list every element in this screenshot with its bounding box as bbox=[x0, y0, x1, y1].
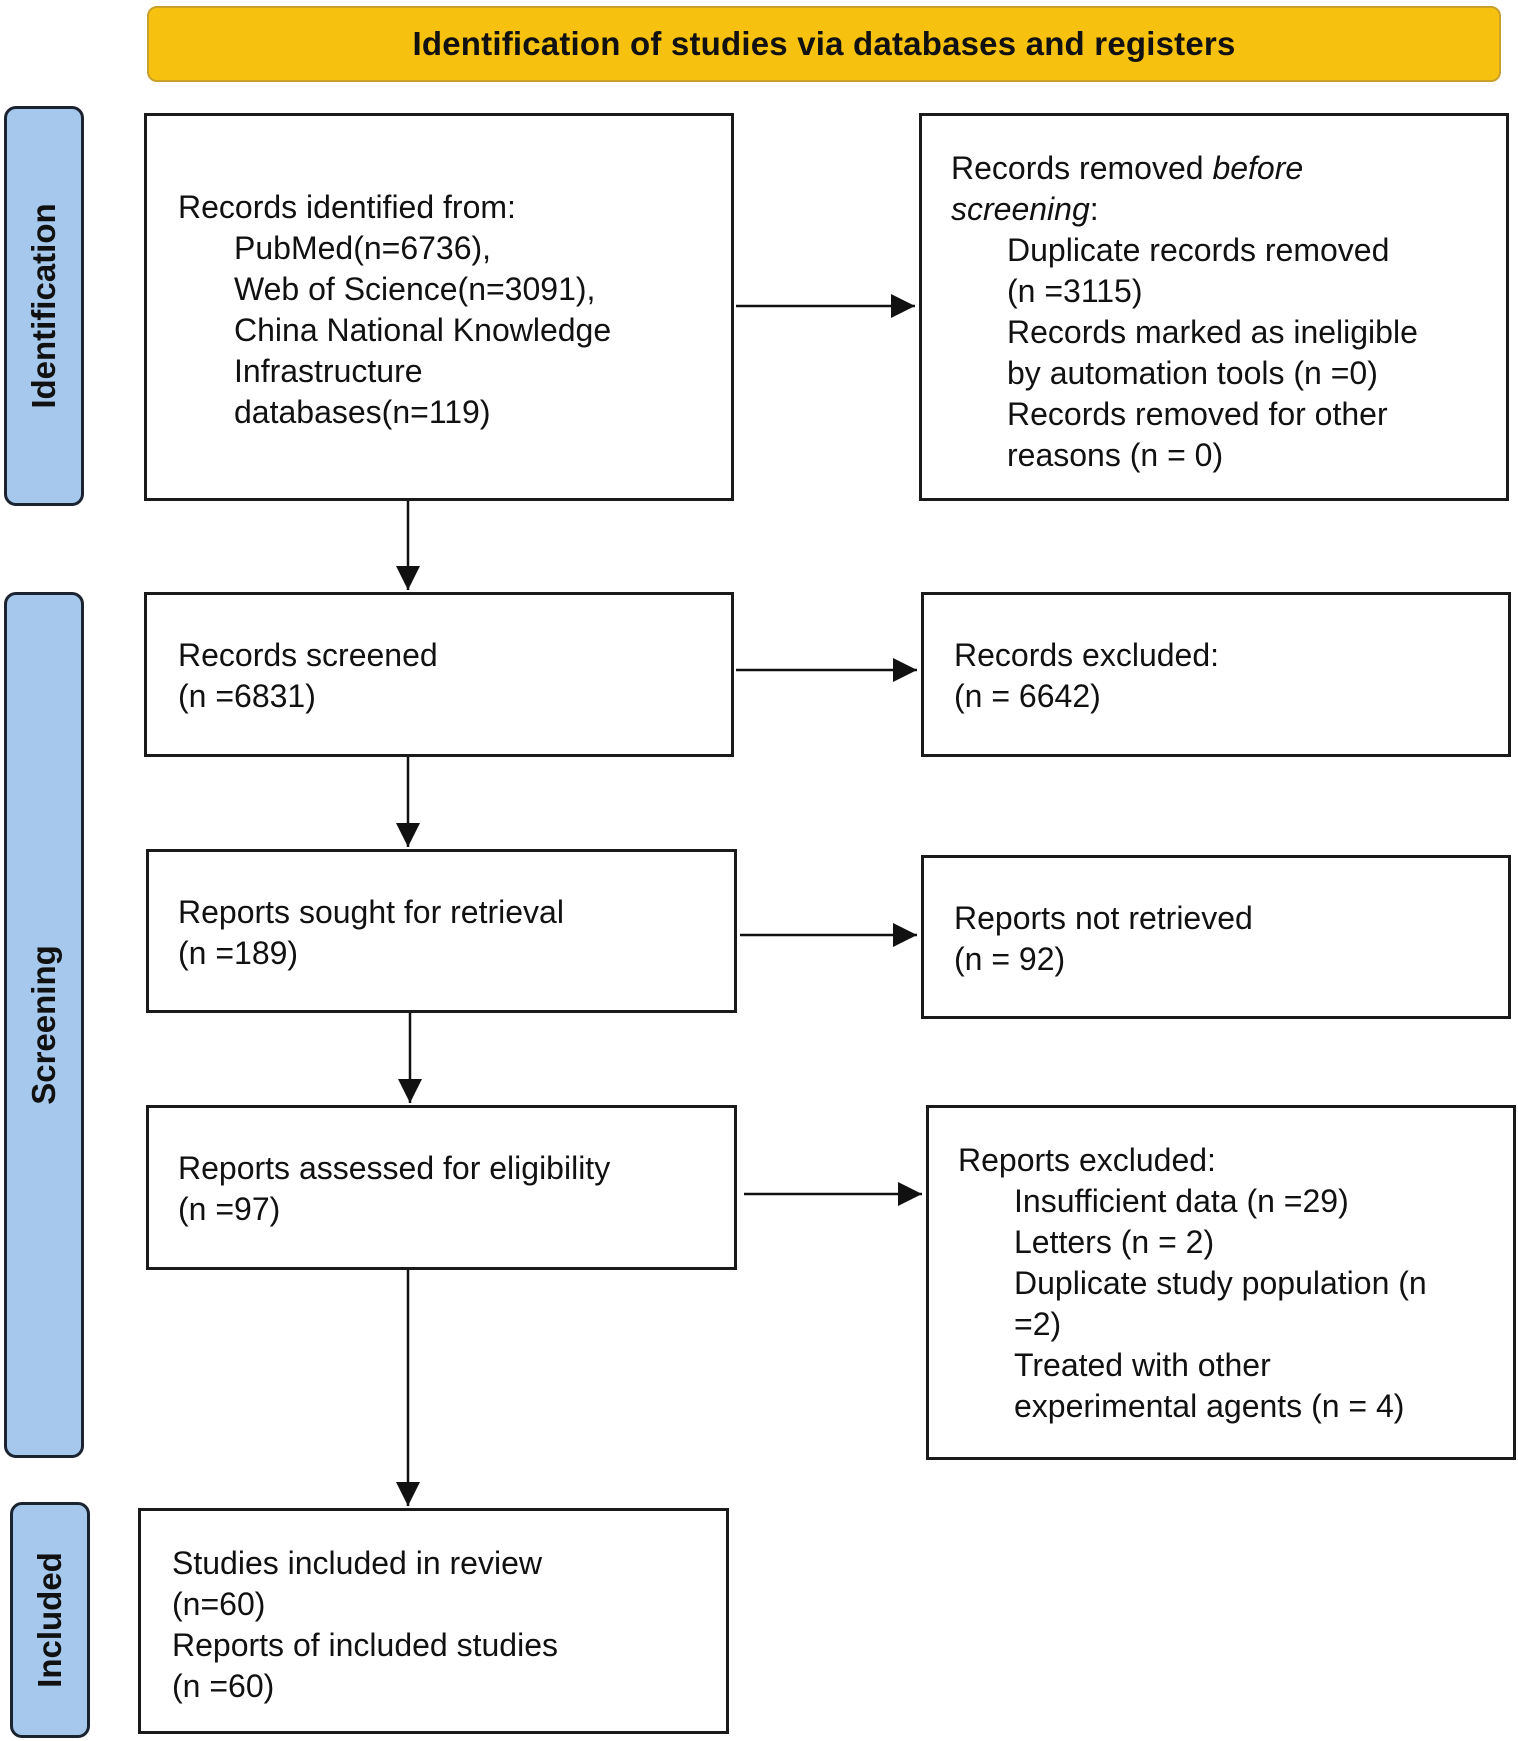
reports-assessed-count: (n =97) bbox=[178, 1191, 281, 1227]
records-removed-heading-colon: : bbox=[1089, 191, 1099, 227]
marked-ineligible: Records marked as ineligible bbox=[1007, 314, 1418, 350]
reports-sought-count: (n =189) bbox=[178, 935, 299, 971]
phase-included: Included bbox=[10, 1502, 90, 1738]
phase-identification: Identification bbox=[4, 106, 84, 506]
duplicates-removed-count: (n =3115) bbox=[1007, 273, 1143, 309]
header-banner: Identification of studies via databases … bbox=[147, 6, 1501, 82]
arrowhead-sought-to-assessed bbox=[398, 1079, 422, 1103]
source-web-of-science: Web of Science(n=3091), bbox=[234, 271, 596, 307]
arrowhead-assessed-to-excluded bbox=[898, 1182, 922, 1206]
reports-included-label: Reports of included studies bbox=[172, 1627, 558, 1663]
reports-not-retrieved-box: Reports not retrieved (n = 92) bbox=[921, 855, 1511, 1019]
records-removed-heading-line1: Records removed before bbox=[951, 148, 1506, 189]
records-removed-heading-line2: screening: bbox=[951, 189, 1506, 230]
reports-assessed-label: Reports assessed for eligibility bbox=[178, 1150, 611, 1186]
reports-not-retrieved-count: (n = 92) bbox=[954, 941, 1066, 977]
arrowhead-identified-to-screened bbox=[396, 566, 420, 590]
reports-sought-box: Reports sought for retrieval (n =189) bbox=[146, 849, 737, 1013]
arrowhead-assessed-to-included bbox=[396, 1482, 420, 1506]
studies-included-count: (n=60) bbox=[172, 1586, 266, 1622]
source-cnki-line2: Infrastructure bbox=[234, 353, 423, 389]
excluded-duplicate-population: Duplicate study population (n bbox=[1014, 1265, 1427, 1301]
header-title: Identification of studies via databases … bbox=[412, 25, 1236, 62]
source-pubmed: PubMed(n=6736), bbox=[234, 230, 492, 266]
records-screened-count: (n =6831) bbox=[178, 678, 316, 714]
arrowhead-sought-to-not-retrieved bbox=[893, 923, 917, 947]
reports-sought-label: Reports sought for retrieval bbox=[178, 894, 564, 930]
records-removed-heading-screening: screening bbox=[951, 191, 1090, 227]
arrowhead-screened-to-sought bbox=[396, 823, 420, 847]
source-cnki-line1: China National Knowledge bbox=[234, 312, 612, 348]
reports-excluded-box: Reports excluded: Insufficient data (n =… bbox=[926, 1105, 1516, 1460]
removed-other-count: reasons (n = 0) bbox=[1007, 437, 1224, 473]
arrowhead-identified-to-removed bbox=[891, 294, 915, 318]
records-identified-heading: Records identified from: bbox=[178, 189, 516, 225]
removed-other: Records removed for other bbox=[1007, 396, 1388, 432]
excluded-other-agents: Treated with other bbox=[1014, 1347, 1271, 1383]
reports-not-retrieved-label: Reports not retrieved bbox=[954, 900, 1253, 936]
excluded-letters: Letters (n = 2) bbox=[1014, 1224, 1215, 1260]
phase-screening: Screening bbox=[4, 592, 84, 1458]
records-removed-heading-italic: before bbox=[1212, 150, 1304, 186]
records-excluded-label: Records excluded: bbox=[954, 637, 1220, 673]
studies-included-box: Studies included in review (n=60) Report… bbox=[138, 1508, 729, 1734]
duplicates-removed: Duplicate records removed bbox=[1007, 232, 1390, 268]
arrowhead-screened-to-excluded bbox=[893, 658, 917, 682]
records-identified-box: Records identified from: PubMed(n=6736),… bbox=[144, 113, 734, 501]
excluded-other-agents-count: experimental agents (n = 4) bbox=[1014, 1388, 1405, 1424]
records-screened-label: Records screened bbox=[178, 637, 438, 673]
records-removed-heading-text: Records removed bbox=[951, 150, 1213, 186]
excluded-duplicate-population-count: =2) bbox=[1014, 1306, 1062, 1342]
records-removed-box: Records removed before screening: Duplic… bbox=[919, 113, 1509, 501]
reports-assessed-box: Reports assessed for eligibility (n =97) bbox=[146, 1105, 737, 1270]
reports-excluded-heading: Reports excluded: bbox=[958, 1142, 1216, 1178]
records-excluded-count: (n = 6642) bbox=[954, 678, 1101, 714]
records-excluded-box: Records excluded: (n = 6642) bbox=[921, 592, 1511, 757]
excluded-insufficient-data: Insufficient data (n =29) bbox=[1014, 1183, 1349, 1219]
source-cnki-line3: databases(n=119) bbox=[234, 394, 491, 430]
marked-ineligible-count: by automation tools (n =0) bbox=[1007, 355, 1378, 391]
studies-included-label: Studies included in review bbox=[172, 1545, 542, 1581]
reports-included-count: (n =60) bbox=[172, 1668, 275, 1704]
records-screened-box: Records screened (n =6831) bbox=[144, 592, 734, 757]
